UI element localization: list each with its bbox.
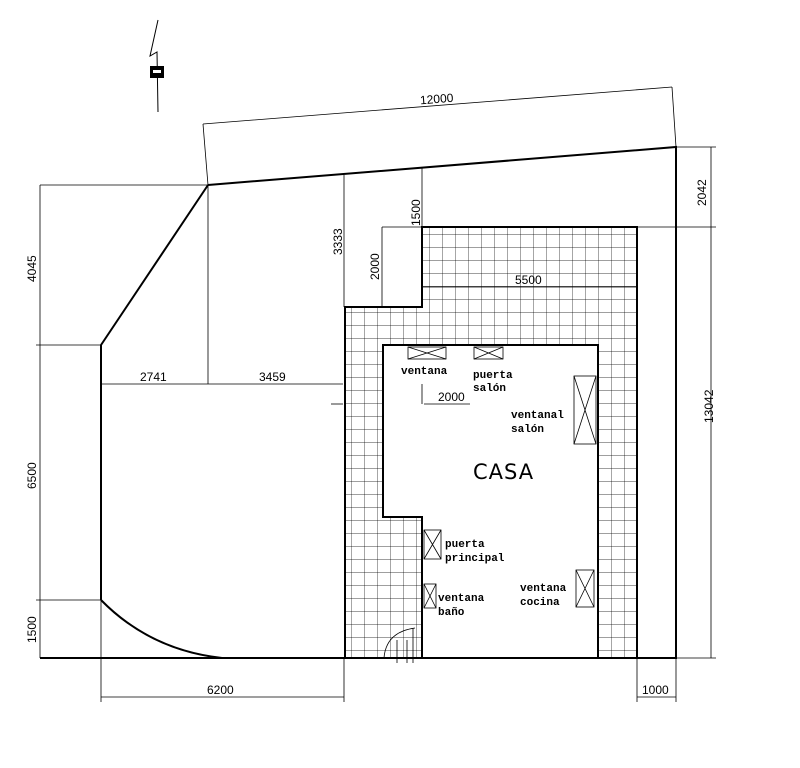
dim-1500-top: 1500 — [409, 199, 423, 226]
house-title: CASA — [473, 460, 534, 484]
dim-5500: 5500 — [515, 273, 542, 287]
door-puerta-salon — [473, 346, 504, 360]
dim-3333: 3333 — [331, 228, 345, 255]
label-puerta-principal-line2: principal — [445, 553, 505, 565]
dim-12000: 12000 — [419, 91, 454, 108]
dim-1500-left: 1500 — [25, 616, 39, 643]
window-ventanal-salon — [573, 375, 597, 445]
dim-2000-window: 2000 — [438, 390, 465, 404]
dim-1000: 1000 — [642, 683, 669, 697]
window-ventana-top — [407, 346, 447, 360]
north-arrow-icon — [149, 19, 164, 113]
dim-3459: 3459 — [259, 370, 286, 384]
label-ventana-cocina-line2: cocina — [520, 597, 560, 609]
door-swing-icon — [383, 627, 416, 663]
window-ventana-cocina — [575, 569, 595, 608]
dim-6200: 6200 — [207, 683, 234, 697]
label-ventana-bano-line2: baño — [438, 607, 465, 619]
label-ventana-bano-line1: ventana — [438, 593, 485, 605]
label-ventanal-salon-line1: ventanal — [511, 410, 564, 422]
dim-2741: 2741 — [140, 370, 167, 384]
dim-2000-vertical: 2000 — [368, 253, 382, 280]
dimension-lines — [36, 86, 716, 702]
dim-13042: 13042 — [702, 389, 716, 423]
door-puerta-principal — [423, 529, 442, 560]
label-puerta-principal-line1: puerta — [445, 539, 485, 551]
label-puerta-salon-line2: salón — [473, 383, 506, 395]
window-ventana-bano — [423, 583, 437, 609]
label-puerta-salon-line1: puerta — [473, 370, 513, 382]
label-ventana-cocina-line1: ventana — [520, 583, 567, 595]
label-ventanal-salon-line2: salón — [511, 424, 544, 436]
dim-2042: 2042 — [695, 179, 709, 206]
dim-6500: 6500 — [25, 462, 39, 489]
label-ventana: ventana — [401, 366, 448, 378]
dim-4045: 4045 — [25, 255, 39, 282]
